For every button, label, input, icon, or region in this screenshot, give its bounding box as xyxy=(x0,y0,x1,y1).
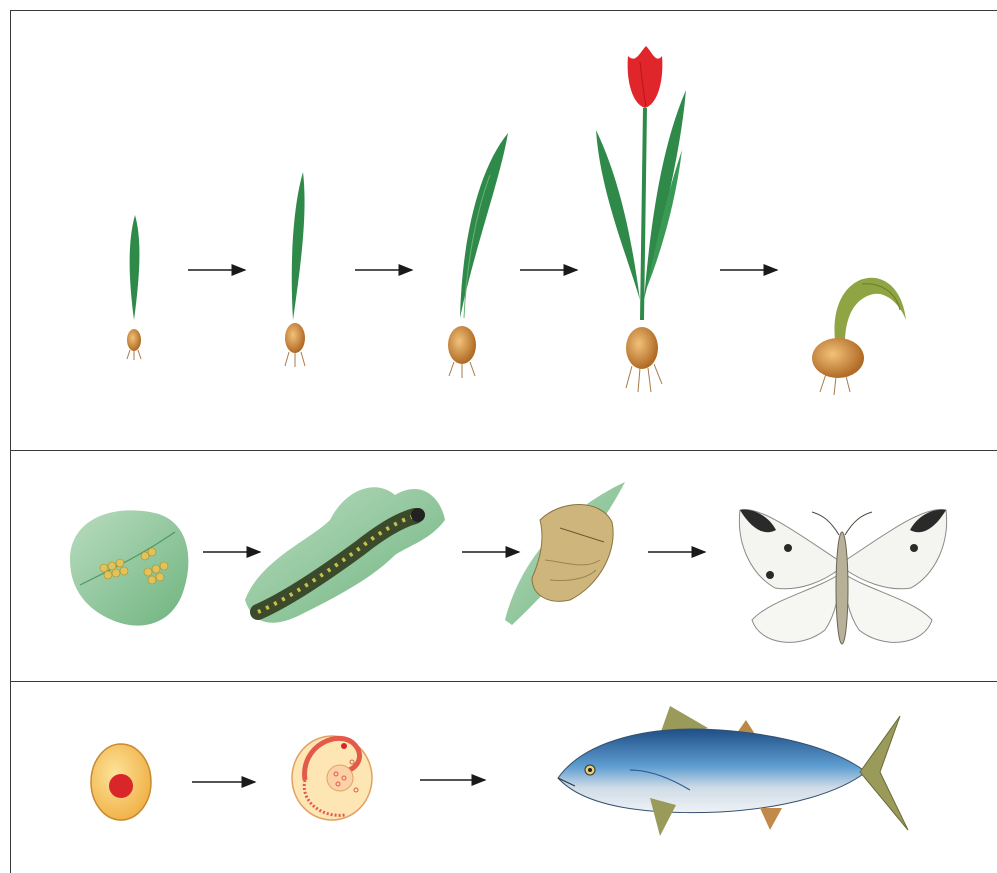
tulip-stage-sprout xyxy=(127,215,141,360)
fish-stage-embryo xyxy=(292,736,372,820)
fish-stage-egg-cell xyxy=(91,744,151,820)
tulip-stage-growing-plant xyxy=(448,133,508,378)
butterfly-stage-eggs-on-leaf xyxy=(70,510,188,625)
tulip-stage-withered-bulb xyxy=(812,278,906,395)
butterfly-stage-caterpillar xyxy=(245,487,445,623)
butterfly-stage-adult-butterfly xyxy=(739,509,946,644)
tulip-stage-flowering-tulip xyxy=(596,46,686,392)
fish-stage-adult-fish xyxy=(558,706,908,836)
tulip-stage-young-plant xyxy=(285,172,305,367)
butterfly-stage-pupa xyxy=(505,482,625,625)
